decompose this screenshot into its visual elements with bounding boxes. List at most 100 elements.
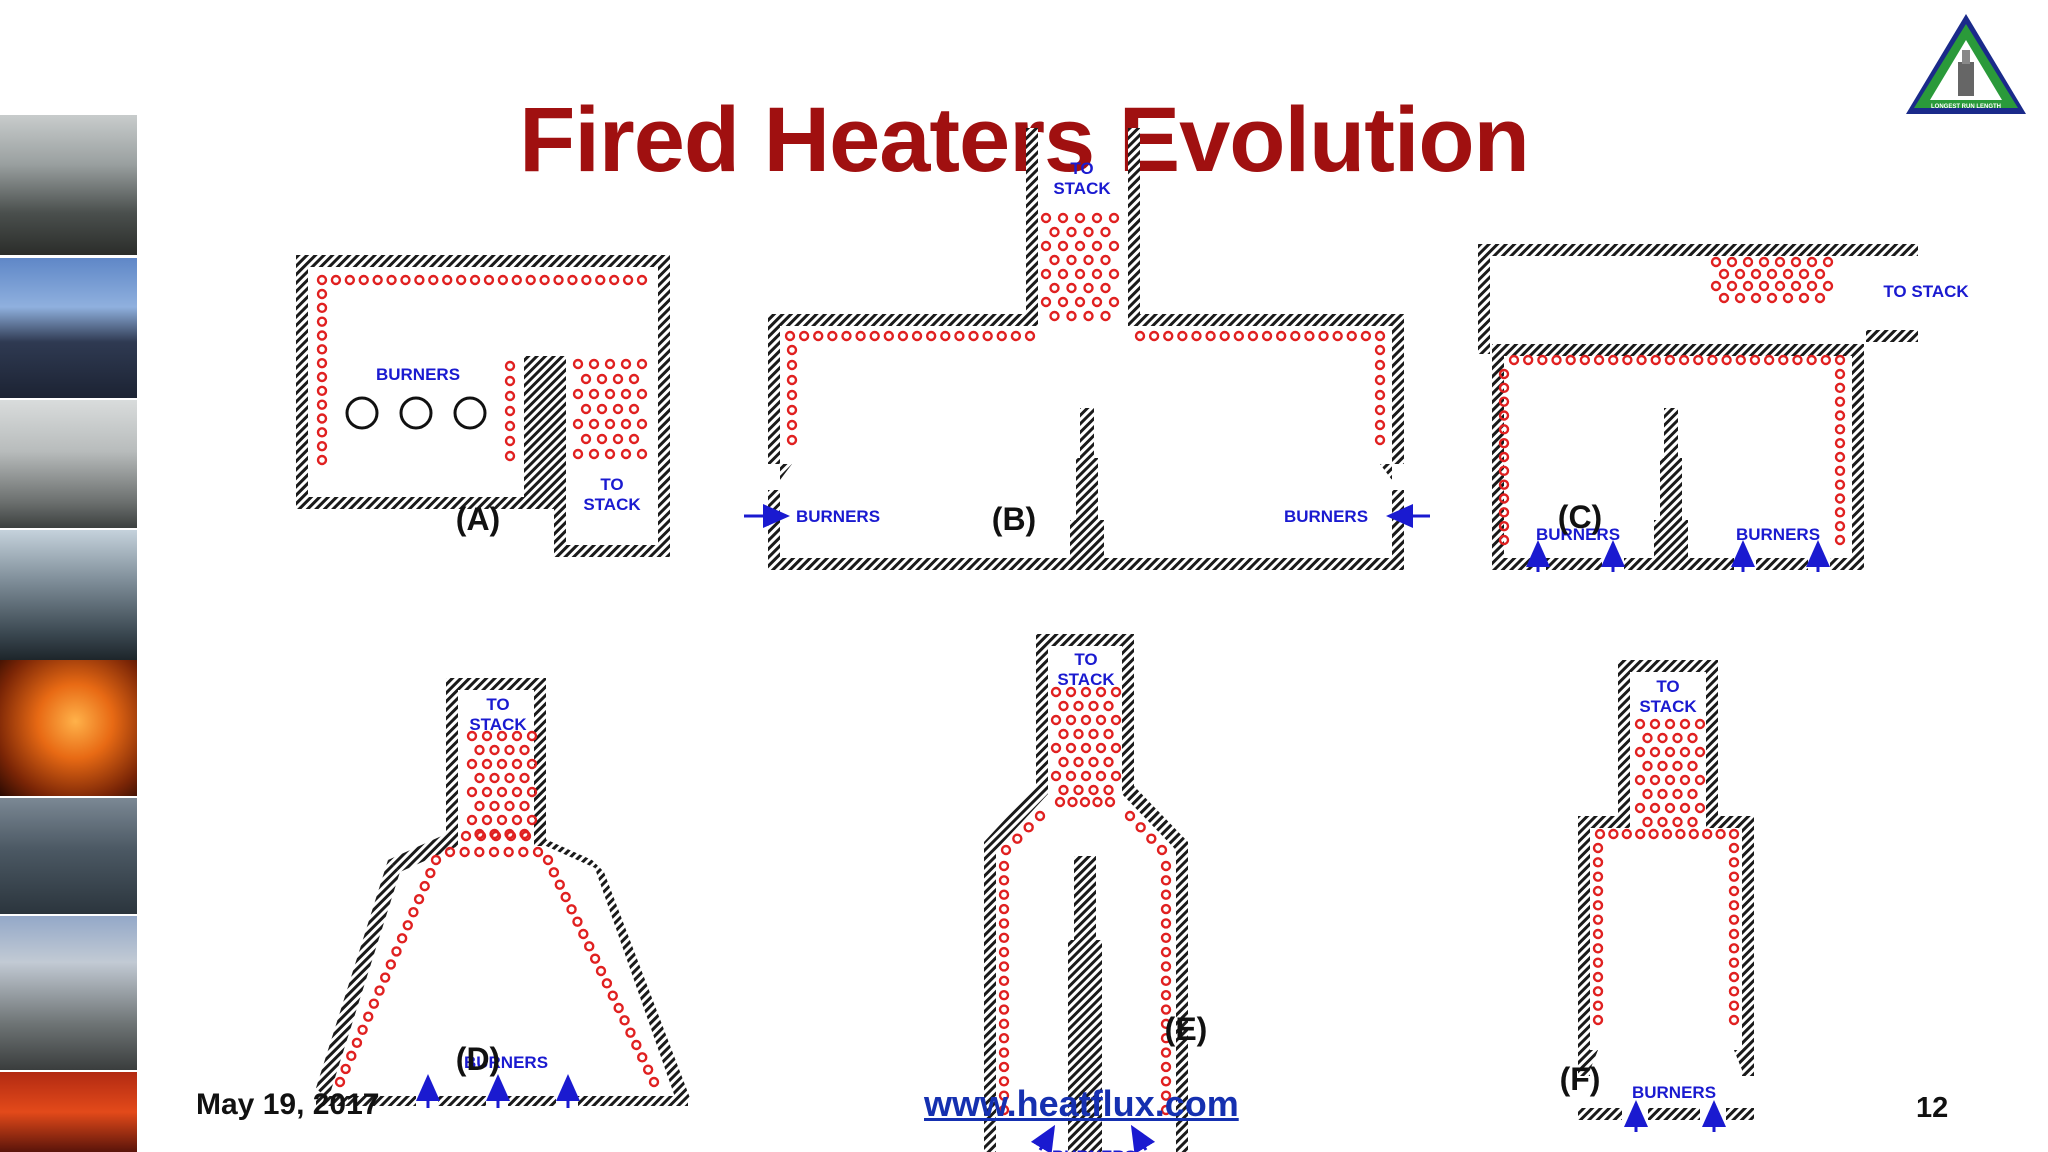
- tube: [1592, 971, 1604, 983]
- tube: [1834, 424, 1846, 435]
- company-logo: [1906, 14, 2026, 114]
- tube: [1080, 686, 1092, 698]
- tube: [1083, 226, 1094, 238]
- tube: [572, 388, 584, 400]
- tube: [998, 875, 1010, 886]
- tube: [496, 786, 508, 798]
- tube: [1091, 212, 1103, 224]
- tube: [1718, 292, 1730, 304]
- tube: [1160, 1090, 1172, 1101]
- tube: [883, 330, 895, 342]
- footer-url-link[interactable]: www.heatflux.com: [924, 1083, 1239, 1124]
- tube: [897, 330, 909, 342]
- tube: [1678, 354, 1690, 366]
- tube: [1593, 354, 1605, 366]
- tube: [553, 274, 564, 286]
- tube: [1498, 437, 1510, 449]
- tube: [460, 830, 472, 842]
- wall-segment: [1742, 816, 1754, 1076]
- tube: [1822, 256, 1834, 268]
- tube: [1074, 296, 1086, 308]
- tube: [504, 420, 516, 432]
- tube: [596, 433, 608, 445]
- tube: [998, 918, 1010, 929]
- letter-e: (E): [1165, 1011, 1208, 1047]
- wall-segment: [524, 356, 566, 509]
- tube: [1160, 1004, 1172, 1015]
- label-stack-a: STACK: [583, 495, 641, 514]
- tube: [1066, 254, 1077, 266]
- tube: [400, 274, 411, 286]
- tube: [1160, 889, 1172, 900]
- tube: [430, 854, 442, 866]
- tube: [637, 1052, 648, 1063]
- tube: [466, 730, 478, 742]
- tube: [1374, 389, 1386, 401]
- tube: [1088, 700, 1099, 712]
- tube: [1498, 382, 1510, 394]
- tube: [869, 330, 880, 342]
- tube: [1332, 330, 1343, 342]
- tube: [1820, 354, 1832, 366]
- tube: [1693, 354, 1704, 366]
- wall-segment: [1734, 1050, 1742, 1070]
- label-stack-e: STACK: [1057, 670, 1115, 689]
- tube: [1065, 742, 1077, 754]
- tube: [1318, 330, 1329, 342]
- heater-tubes: [316, 212, 1846, 1116]
- tube: [1728, 928, 1740, 940]
- tube: [425, 867, 436, 879]
- tube: [628, 403, 640, 415]
- tube: [1758, 280, 1770, 292]
- tube: [786, 389, 798, 401]
- tube: [1728, 914, 1740, 925]
- tube: [1592, 943, 1604, 954]
- tube: [1103, 728, 1114, 740]
- tube: [1012, 833, 1023, 844]
- tube: [596, 373, 608, 385]
- tube: [1088, 756, 1099, 768]
- tube: [1160, 989, 1172, 1001]
- tube: [316, 427, 328, 438]
- tube: [1374, 330, 1386, 342]
- tube: [1806, 256, 1818, 268]
- tube: [1592, 957, 1604, 968]
- tube: [786, 359, 798, 371]
- tube: [344, 274, 356, 286]
- tube: [625, 1027, 636, 1038]
- tube: [567, 274, 578, 286]
- tube: [620, 388, 632, 400]
- wall-segment: [1546, 558, 1602, 570]
- wall-segment: [508, 1096, 556, 1106]
- wall-segment: [316, 860, 400, 1100]
- wall-segment: [1578, 816, 1590, 1076]
- tube: [1498, 493, 1510, 504]
- tube: [998, 946, 1010, 958]
- tube: [1648, 828, 1659, 840]
- tube: [1782, 268, 1794, 280]
- wall-segment: [780, 464, 792, 480]
- tube: [1834, 465, 1846, 477]
- tube: [402, 920, 413, 931]
- wall-segment: [534, 678, 546, 846]
- tube: [1066, 226, 1077, 238]
- tube: [1360, 330, 1372, 342]
- tube: [1790, 256, 1802, 268]
- tube: [1834, 410, 1846, 421]
- tube: [1649, 802, 1661, 814]
- tube: [588, 448, 600, 460]
- tube: [1621, 828, 1633, 840]
- tube: [1040, 212, 1052, 224]
- tube: [1066, 282, 1077, 294]
- tube: [1687, 760, 1698, 772]
- tube: [474, 744, 485, 756]
- tube: [1498, 520, 1510, 532]
- tube: [1100, 254, 1111, 266]
- wall-segment: [1036, 634, 1048, 794]
- tube: [1160, 1047, 1172, 1058]
- tube: [1634, 718, 1646, 730]
- tube: [1701, 828, 1713, 840]
- tube: [1834, 479, 1846, 490]
- tube: [1728, 1014, 1740, 1026]
- wall-segment: [768, 314, 780, 464]
